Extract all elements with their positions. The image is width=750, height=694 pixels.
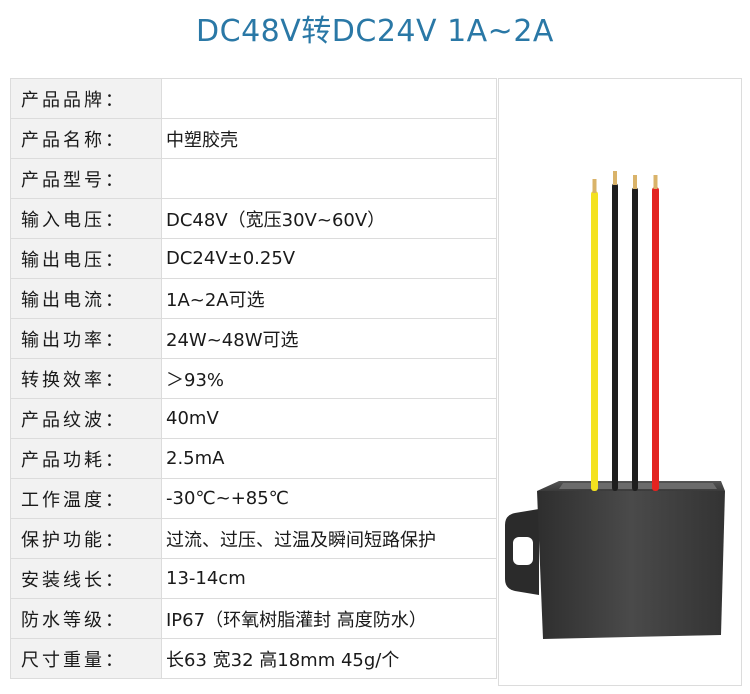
spec-row-model: 产品型号：: [10, 158, 497, 199]
mounting-ear: [505, 509, 539, 595]
spec-row-waterproof: 防水等级： IP67（环氧树脂灌封 高度防水）: [10, 598, 497, 639]
spec-label: 尺寸重量：: [10, 638, 162, 679]
spec-label: 产品名称：: [10, 118, 162, 159]
wire-yellow: [591, 191, 598, 491]
page-title: DC48V转DC24V 1A~2A: [196, 14, 554, 49]
spec-label: 转换效率：: [10, 358, 162, 399]
spec-row-protection: 保护功能： 过流、过压、过温及瞬间短路保护: [10, 518, 497, 559]
spec-value: 长63 宽32 高18mm 45g/个: [161, 638, 497, 679]
spec-row-output-current: 输出电流： 1A~2A可选: [10, 278, 497, 319]
spec-label: 输入电压：: [10, 198, 162, 239]
spec-label: 防水等级：: [10, 598, 162, 639]
case-body: [537, 491, 725, 639]
spec-value: -30℃~+85℃: [161, 478, 497, 519]
spec-row-efficiency: 转换效率： ＞93%: [10, 358, 497, 399]
spec-row-wire-length: 安装线长： 13-14cm: [10, 558, 497, 599]
wire-tip: [653, 175, 658, 189]
spec-row-temperature: 工作温度： -30℃~+85℃: [10, 478, 497, 519]
spec-table: 产品品牌： 产品名称： 中塑胶壳 产品型号： 输入电压： DC48V（宽压30V…: [10, 78, 497, 679]
spec-label: 工作温度：: [10, 478, 162, 519]
output-wires: [591, 171, 659, 491]
spec-value: 中塑胶壳: [161, 118, 497, 159]
wire-black: [612, 183, 618, 491]
spec-row-ripple: 产品纹波： 40mV: [10, 398, 497, 439]
wire-tip: [633, 175, 637, 189]
spec-label: 保护功能：: [10, 518, 162, 559]
spec-row-input-voltage: 输入电压： DC48V（宽压30V~60V）: [10, 198, 497, 239]
spec-label: 产品纹波：: [10, 398, 162, 439]
spec-row-output-power: 输出功率： 24W~48W可选: [10, 318, 497, 359]
spec-value: 过流、过压、过温及瞬间短路保护: [161, 518, 497, 559]
spec-value: IP67（环氧树脂灌封 高度防水）: [161, 598, 497, 639]
wire-black: [632, 187, 638, 491]
spec-row-power-consumption: 产品功耗： 2.5mA: [10, 438, 497, 479]
spec-label: 安装线长：: [10, 558, 162, 599]
spec-row-output-voltage: 输出电压： DC24V±0.25V: [10, 238, 497, 279]
product-photo: [498, 78, 742, 686]
spec-label: 输出电流：: [10, 278, 162, 319]
spec-value: 2.5mA: [161, 438, 497, 479]
spec-label: 产品品牌：: [10, 78, 162, 119]
spec-value: 13-14cm: [161, 558, 497, 599]
spec-label: 产品功耗：: [10, 438, 162, 479]
wire-tip: [613, 171, 617, 185]
spec-value: 40mV: [161, 398, 497, 439]
spec-value: [161, 158, 497, 199]
spec-value: 1A~2A可选: [161, 278, 497, 319]
spec-label: 产品型号：: [10, 158, 162, 199]
spec-label: 输出功率：: [10, 318, 162, 359]
converter-module-illustration: [505, 171, 725, 639]
spec-label: 输出电压：: [10, 238, 162, 279]
spec-value: ＞93%: [161, 358, 497, 399]
spec-row-name: 产品名称： 中塑胶壳: [10, 118, 497, 159]
spec-value: [161, 78, 497, 119]
spec-value: 24W~48W可选: [161, 318, 497, 359]
spec-row-brand: 产品品牌：: [10, 78, 497, 119]
spec-value: DC48V（宽压30V~60V）: [161, 198, 497, 239]
wire-tip: [592, 179, 597, 193]
spec-value: DC24V±0.25V: [161, 238, 497, 279]
wire-red: [652, 187, 659, 491]
spec-row-size-weight: 尺寸重量： 长63 宽32 高18mm 45g/个: [10, 638, 497, 679]
